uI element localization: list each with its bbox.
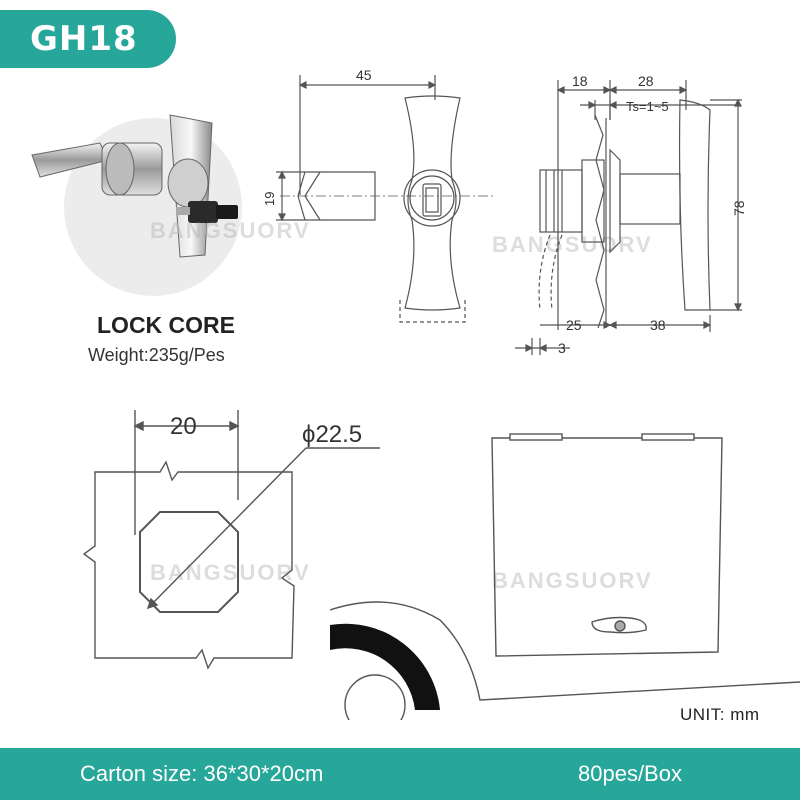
carton-size: Carton size: 36*30*20cm [80,761,324,786]
product-title: LOCK CORE [97,312,235,338]
panel-cutout-drawing: 20 ϕ22.5 [82,410,380,670]
dim-ts: Ts=1~5 [626,99,669,114]
dim-78: 78 [731,200,747,216]
dim-3: 3 [558,340,566,356]
dim-diameter: ϕ22.5 [302,421,362,448]
front-view-drawing: 45 19 [262,67,495,323]
footer-bar: Carton size: 36*30*20cm 80pes/Box [0,748,800,800]
watermark: BANGSUORV [150,218,311,243]
lock-core-photo [31,114,238,258]
unit-label: UNIT: mm [680,705,760,724]
dim-28: 28 [638,73,654,89]
watermark: BANGSUORV [150,560,311,585]
cabinet-illustration [330,433,800,720]
dim-18: 18 [572,73,588,89]
model-label: GH18 [30,19,138,59]
watermark: BANGSUORV [492,568,653,593]
product-weight: Weight:235g/Pes [88,345,225,365]
dim-25: 25 [566,317,582,333]
dim-45: 45 [356,67,372,83]
watermark: BANGSUORV [492,232,653,257]
packing-quantity: 80pes/Box [578,761,682,786]
side-view-drawing: 18 28 Ts=1~5 78 25 38 3 [515,73,747,356]
dim-20: 20 [170,413,197,440]
dim-38: 38 [650,317,666,333]
model-badge: GH18 [0,10,176,68]
dim-19: 19 [262,192,277,206]
